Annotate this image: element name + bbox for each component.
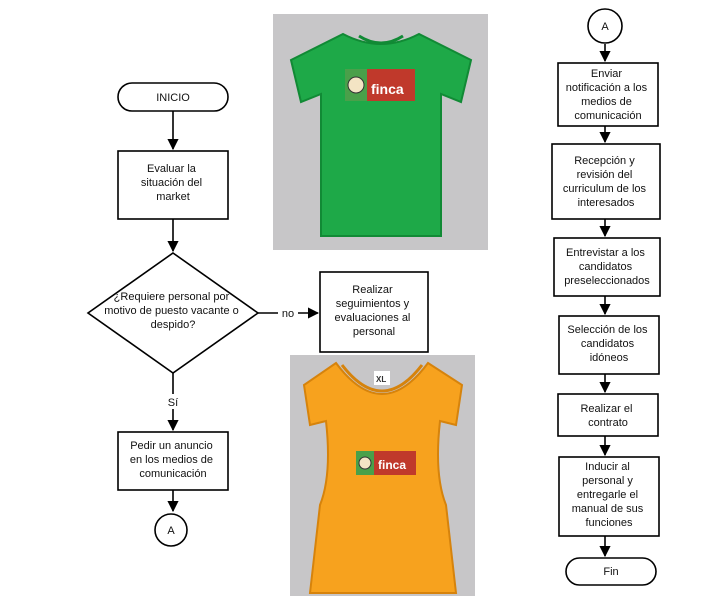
node-evaluar: [117, 150, 229, 220]
finca-logo: finca: [345, 69, 415, 101]
node-recepcion-curriculum: [551, 143, 661, 220]
size-tag: XL: [376, 375, 386, 384]
node-inducir: [558, 456, 660, 537]
node-pedir-anuncio: [117, 431, 229, 491]
node-fin-label: Fin: [603, 566, 618, 578]
node-entrevistar-label: Entrevistar a los candidatos preseleccio…: [564, 247, 650, 287]
node-evaluar-label: Evaluar la situación del market: [141, 163, 205, 203]
node-decision: [86, 252, 260, 374]
node-recepcion-label: Recepción y revisión del curriculum de l…: [563, 155, 649, 209]
orange-tshirt-photo: XL finca: [290, 355, 475, 596]
node-enviar-label: Enviar notificación a los medios de comu…: [566, 68, 650, 122]
node-enviar-notificacion: [557, 62, 659, 127]
node-seleccion: [558, 315, 660, 375]
connector-a-in-label: A: [601, 21, 609, 33]
connector-a-out-label: A: [167, 525, 175, 537]
green-tshirt-photo: finca: [273, 14, 488, 250]
orange-tshirt-icon: XL finca: [290, 355, 475, 596]
node-realizar-seguimientos: [319, 271, 429, 353]
edge-label-si: Sí: [168, 397, 178, 409]
connector-a-in: [587, 8, 623, 44]
logo-text: finca: [371, 81, 404, 97]
node-realizar-label: Realizar seguimientos y evaluaciones al …: [335, 284, 414, 338]
node-entrevistar: [553, 237, 661, 297]
edge-label-no: no: [282, 308, 294, 320]
node-inducir-label: Inducir al personal y entregarle el manu…: [572, 461, 647, 529]
node-pedir-label: Pedir un anuncio en los medios de comuni…: [130, 440, 216, 480]
node-decision-label: ¿Requiere personal por motivo de puesto …: [104, 291, 242, 331]
node-inicio-label: INICIO: [156, 92, 190, 104]
logo-text: finca: [378, 458, 406, 472]
finca-logo: finca: [356, 451, 416, 475]
node-fin: [565, 557, 657, 586]
connector-a-out: [154, 513, 188, 547]
green-tshirt-icon: finca: [273, 14, 488, 250]
node-inicio: [117, 82, 229, 112]
node-contrato-label: Realizar el contrato: [580, 403, 635, 429]
node-contrato: [557, 393, 659, 437]
node-seleccion-label: Selección de los candidatos idóneos: [567, 324, 650, 364]
